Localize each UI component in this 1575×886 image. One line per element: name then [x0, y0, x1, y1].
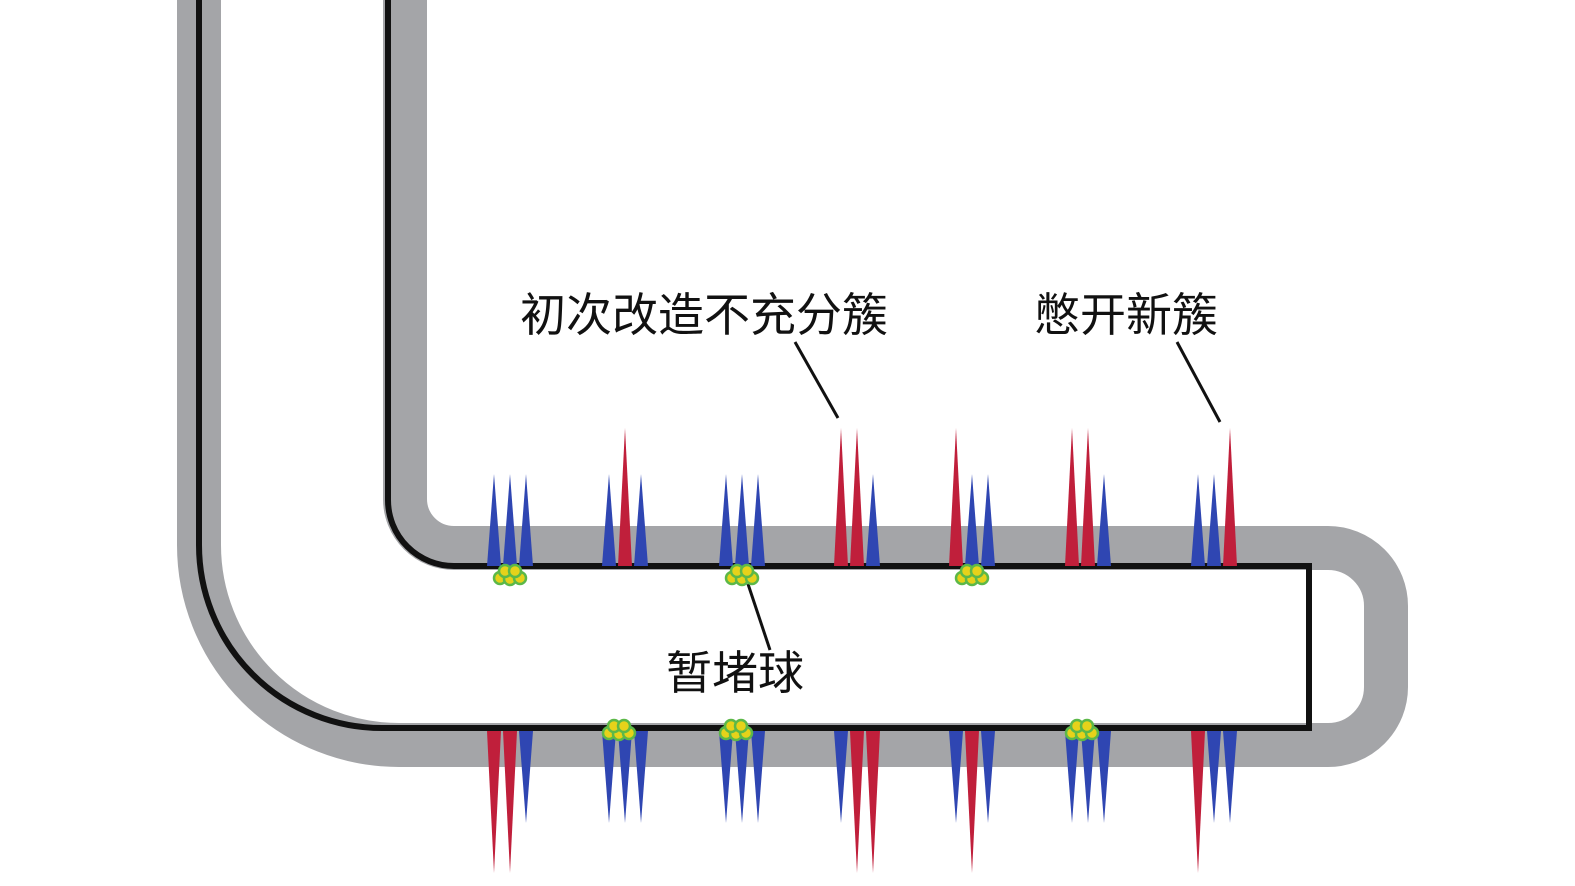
fracture-spike: [503, 474, 517, 566]
fracture-spike: [735, 474, 749, 566]
fracture-spike: [949, 731, 963, 823]
fracture-spike: [1065, 428, 1079, 566]
fracture-spike: [519, 474, 533, 566]
fracture-spike: [1081, 428, 1095, 566]
leader-line-balls: [746, 583, 772, 651]
fracture-spike: [1207, 474, 1221, 566]
fracture-spike: [634, 474, 648, 566]
fracture-spike: [850, 731, 864, 873]
leader-lines: [746, 341, 1222, 651]
fracture-spike: [1097, 731, 1111, 823]
diverting-ball: [1064, 718, 1100, 742]
fracture-spike: [1207, 731, 1221, 823]
casing-band: [177, 0, 1408, 767]
diverting-ball: [601, 718, 637, 742]
fracture-group: [487, 428, 1237, 873]
fracture-spike: [834, 428, 848, 566]
label-new-clusters: 憋开新簇: [1034, 288, 1218, 342]
fracture-spike: [487, 474, 501, 566]
fracture-spike: [1223, 731, 1237, 823]
label-diverting-balls: 暂堵球: [666, 646, 804, 700]
fracture-spike: [866, 731, 880, 873]
fracture-spike: [487, 731, 501, 873]
fracture-spike: [949, 428, 963, 566]
fracture-spike: [965, 474, 979, 566]
fracture-spike: [503, 731, 517, 873]
diverting-ball: [724, 563, 760, 587]
wellbore-outline: [196, 0, 1312, 731]
diverting-ball: [492, 563, 528, 587]
fracture-spike: [981, 474, 995, 566]
fracture-spike: [602, 731, 616, 823]
fracture-spike: [866, 474, 880, 566]
diverting-ball: [718, 718, 754, 742]
fracture-spike: [751, 731, 765, 823]
fracture-spike: [719, 474, 733, 566]
diverting-ball: [954, 563, 990, 587]
fracture-spike: [618, 428, 632, 566]
fracture-spike: [1223, 428, 1237, 566]
fracture-spike: [834, 731, 848, 823]
fracture-spike: [1081, 731, 1095, 823]
label-insufficient-clusters: 初次改造不充分簇: [520, 288, 888, 342]
fracture-spike: [634, 731, 648, 823]
fracture-spike: [1191, 731, 1205, 873]
fracture-spike: [735, 731, 749, 823]
fracture-spike: [519, 731, 533, 823]
fracture-spike: [719, 731, 733, 823]
diverting-ball-group: [492, 563, 1100, 742]
leader-line-insufficient: [793, 341, 840, 419]
leader-line-new-cluster: [1175, 341, 1222, 423]
fracture-spike: [751, 474, 765, 566]
fracture-spike: [1191, 474, 1205, 566]
fracture-spike: [1097, 474, 1111, 566]
fracture-spike: [850, 428, 864, 566]
fracture-spike: [965, 731, 979, 873]
fracture-spike: [981, 731, 995, 823]
fracture-spike: [618, 731, 632, 823]
fracture-spike: [1065, 731, 1079, 823]
fracture-spike: [602, 474, 616, 566]
